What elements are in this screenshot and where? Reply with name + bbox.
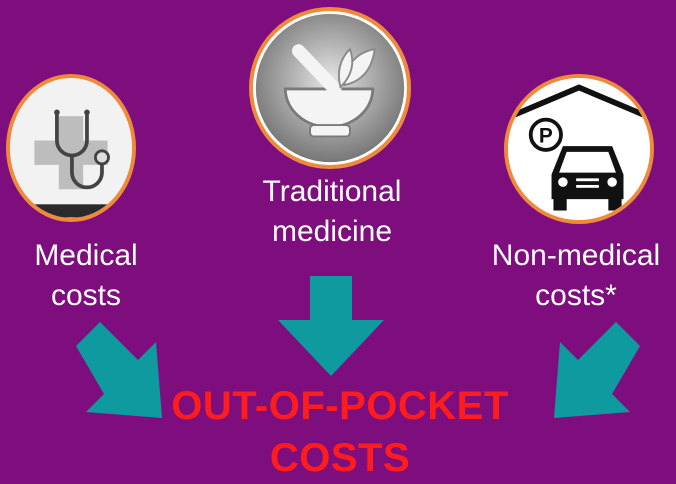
arrow-down-icon bbox=[278, 276, 384, 376]
svg-text:P: P bbox=[539, 124, 553, 147]
out-of-pocket-costs-title: OUT-OF-POCKET COSTS bbox=[160, 380, 520, 484]
medical-costs-line2: costs bbox=[50, 279, 122, 312]
non-medical-costs-icon-circle: P bbox=[504, 74, 654, 224]
non-medical-costs-line1: Non-medical bbox=[491, 239, 661, 272]
traditional-medicine-label: Traditional medicine bbox=[246, 172, 418, 252]
arrow-down-right-icon bbox=[76, 322, 162, 418]
traditional-medicine-line2: medicine bbox=[271, 215, 393, 248]
result-line2: COSTS bbox=[269, 436, 411, 480]
non-medical-costs-label: Non-medical costs* bbox=[478, 236, 674, 316]
medical-costs-label: Medical costs bbox=[6, 236, 166, 316]
parking-car-icon: P bbox=[508, 78, 650, 220]
non-medical-costs-line2: costs* bbox=[535, 279, 617, 312]
medical-costs-line1: Medical bbox=[34, 239, 138, 272]
traditional-medicine-icon-circle bbox=[249, 7, 411, 169]
mortar-pestle-icon bbox=[255, 13, 405, 163]
stethoscope-cross-icon bbox=[10, 78, 132, 218]
medical-costs-icon-circle bbox=[6, 74, 136, 222]
traditional-medicine-line1: Traditional bbox=[262, 175, 402, 208]
result-line1: OUT-OF-POCKET bbox=[171, 384, 509, 428]
arrow-down-left-icon bbox=[554, 322, 640, 418]
